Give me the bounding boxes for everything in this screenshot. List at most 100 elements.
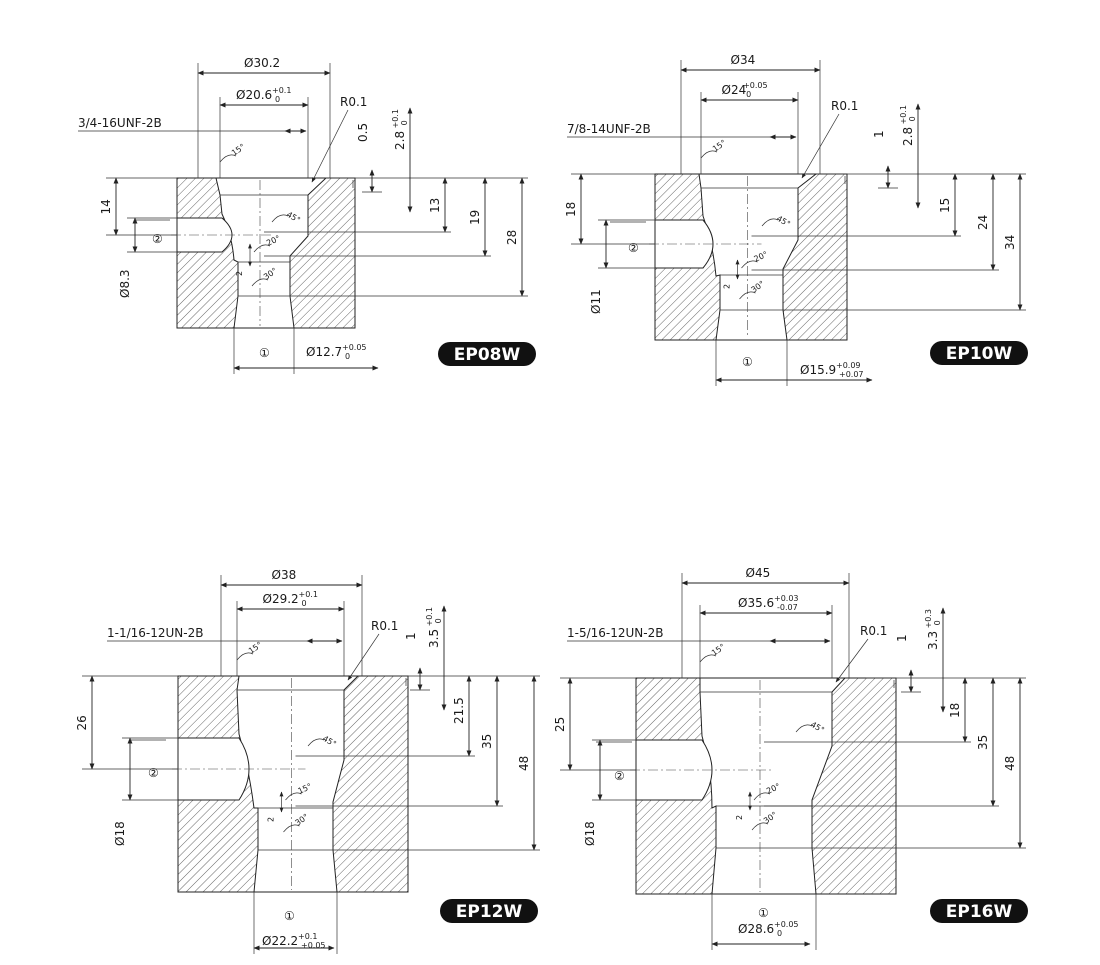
counterbore-label-base: Ø20.6 [236, 88, 272, 102]
radius-label: R0.1 [831, 99, 858, 113]
total-height-label: 48 [517, 756, 531, 771]
thread-spec-label: 1-5/16-12UN-2B [567, 626, 663, 640]
model-badge-label: EP10W [946, 344, 1013, 364]
radius-label: R0.1 [860, 624, 887, 638]
model-badge: EP16W [930, 899, 1028, 923]
bottom-bore-label-tol-lower: +0.05 [301, 941, 326, 950]
counterbore-label: Ø35.6+0.03-0.07 [738, 594, 799, 612]
depth-a-label: 0.5 [356, 123, 370, 142]
outer-dia-label: Ø34 [731, 53, 756, 67]
depth-19-label: 24 [976, 215, 990, 230]
angle-label: 15° [710, 642, 727, 658]
depth-b-label-tol-lower: 0 [400, 120, 409, 125]
model-badge-background [438, 342, 536, 366]
counterbore-label-tol-upper: +0.05 [743, 81, 768, 90]
angle-arc [251, 278, 269, 287]
radius-leader [311, 109, 349, 183]
bottom-bore-label: Ø28.6+0.050 [738, 920, 799, 938]
depth-b-label-tol-upper: +0.1 [425, 607, 434, 626]
side-height-label: 25 [553, 717, 567, 732]
step-label: 2 [735, 815, 744, 820]
total-height-label: 34 [1003, 235, 1017, 250]
angle-arc [219, 154, 237, 163]
model-badge-background [930, 341, 1028, 365]
bottom-bore-label-tol-lower: +0.07 [839, 370, 864, 379]
outer-dia-label: Ø38 [272, 568, 297, 582]
model-badge: EP08W [438, 342, 536, 366]
model-badge-label: EP16W [946, 902, 1013, 922]
angle-label: 15° [230, 142, 247, 158]
side-height-label: 26 [75, 715, 89, 730]
fitting-drawing-ep10w: Ø34Ø24+0.0507/8-14UNF-2BR0.115°45°20°30°… [564, 53, 1028, 386]
model-badge-background [930, 899, 1028, 923]
counterbore-label: Ø29.2+0.10 [263, 590, 318, 608]
outer-dia-label: Ø45 [746, 566, 771, 580]
depth-b-label-base: 3.3 [926, 631, 940, 650]
radius-leader [347, 633, 380, 681]
counterbore-label-tol-lower: 0 [275, 95, 280, 104]
depth-a-label: 1 [872, 130, 886, 138]
depth-b-label-base: 2.8 [901, 127, 915, 146]
bottom-bore-label-tol-upper: +0.09 [836, 361, 861, 370]
port-1-label: ① [259, 346, 270, 360]
counterbore-label-base: Ø35.6 [738, 596, 774, 610]
thread-spec-label: 1-1/16-12UN-2B [107, 626, 203, 640]
radius-label: R0.1 [340, 95, 367, 109]
counterbore-label: Ø20.6+0.10 [236, 86, 291, 104]
total-height-label: 28 [505, 230, 519, 245]
bottom-bore-label-tol-upper: +0.1 [298, 932, 317, 941]
angle-arc [271, 214, 289, 223]
port-1-label: ① [758, 906, 769, 920]
bottom-bore-label-base: Ø12.7 [306, 345, 342, 359]
depth-b-label-tol-lower: 0 [908, 116, 917, 121]
side-height-label: 18 [564, 202, 578, 217]
step-label: 2 [235, 271, 244, 276]
angle-arc [751, 822, 769, 831]
depth-19-label: 19 [468, 210, 482, 225]
model-badge-label: EP08W [454, 345, 521, 365]
outer-dia-label: Ø30.2 [244, 56, 280, 70]
angle-arc [795, 724, 813, 733]
model-badge: EP10W [930, 341, 1028, 365]
radius-leader [835, 638, 869, 683]
angle-arc [700, 150, 718, 159]
depth-b-label-tol-lower: 0 [434, 618, 443, 623]
counterbore-label: Ø24+0.050 [722, 81, 768, 99]
side-dia-label: Ø11 [589, 289, 603, 314]
side-port-cavity [654, 219, 714, 269]
angle-label: 15° [247, 640, 264, 656]
angle-arc [285, 792, 302, 801]
angle-arc [307, 738, 325, 747]
counterbore-label-base: Ø29.2 [263, 592, 299, 606]
main-bore-cavity [215, 177, 328, 329]
angle-arc [741, 260, 758, 269]
depth-13-label: 15 [938, 198, 952, 213]
bottom-bore-label-tol-lower: 0 [777, 929, 782, 938]
port-1-label: ① [742, 355, 753, 369]
side-dia-label: Ø18 [113, 821, 127, 846]
port-2-label: ② [152, 232, 163, 246]
bottom-bore-label: Ø15.9+0.09+0.07 [800, 361, 864, 379]
bottom-bore-label: Ø12.7+0.050 [306, 343, 367, 361]
bottom-bore-label: Ø22.2+0.1+0.05 [262, 932, 326, 950]
main-bore-cavity [698, 173, 818, 341]
thread-spec-label: 3/4-16UNF-2B [78, 116, 162, 130]
angle-arc [739, 291, 756, 300]
bottom-bore-label-tol-upper: +0.05 [774, 920, 799, 929]
depth-13-label: 13 [428, 198, 442, 213]
bottom-bore-label-tol-upper: +0.05 [342, 343, 367, 352]
depth-b-label-tol-upper: +0.3 [924, 609, 933, 628]
depth-b-label-tol-upper: +0.1 [899, 105, 908, 124]
depth-b-label-tol-upper: +0.1 [391, 109, 400, 128]
port-2-label: ② [614, 769, 625, 783]
port-2-label: ② [628, 241, 639, 255]
angle-arc [283, 824, 300, 833]
depth-b-label-base: 3.5 [427, 629, 441, 648]
angle-arc [699, 654, 717, 663]
counterbore-label-tol-lower: -0.07 [777, 603, 798, 612]
